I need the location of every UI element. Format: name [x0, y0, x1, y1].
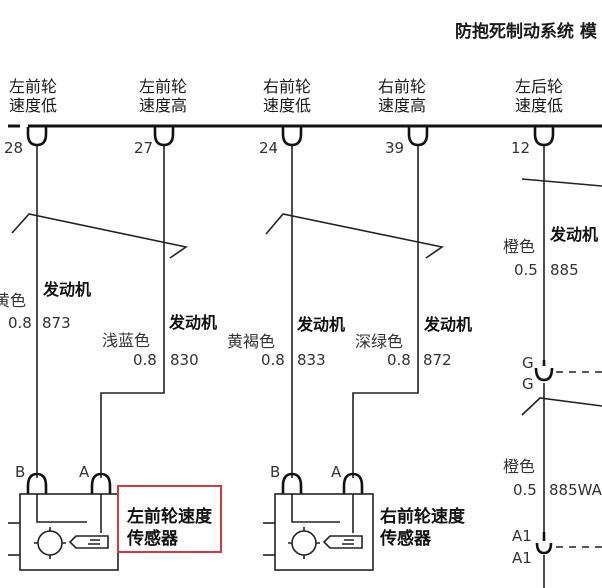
connector-a1-female-cup — [535, 542, 553, 555]
pin-terminal-27 — [153, 127, 175, 147]
pin-terminal-12 — [533, 127, 555, 147]
wire-circuit-873: 873 — [42, 314, 71, 332]
right-sensor-tone-icon — [322, 535, 363, 549]
wire-color-830: 浅蓝色 — [102, 331, 150, 350]
left-front-wheel-speed-sensor: B A — [8, 463, 119, 571]
pin-number-28: 28 — [4, 139, 23, 157]
right-sensor-name-line2: 传感器 — [379, 528, 432, 549]
pin-label-28-line1: 左前轮 — [9, 77, 57, 96]
wire-circuit-885wa: 885WA — [549, 481, 602, 499]
wire-color-833: 黄褐色 — [227, 332, 275, 351]
wire-color-872: 深绿色 — [355, 332, 403, 351]
right-sensor-coil-ticks — [288, 527, 320, 559]
right-sensor-terminal-b — [281, 472, 303, 494]
wire-gauge-885wa: 0.5 — [513, 481, 537, 499]
pin-number-27: 27 — [134, 139, 153, 157]
left-sensor-tone-marks — [88, 539, 100, 545]
pin-number-12: 12 — [511, 139, 530, 157]
pin-terminal-39 — [407, 127, 429, 147]
right-sensor-name-line1: 右前轮速度 — [380, 506, 466, 527]
pin-label-27-line1: 左前轮 — [139, 77, 187, 96]
pin-label-12-line1: 左后轮 — [515, 77, 563, 96]
pin-number-24: 24 — [259, 139, 278, 157]
wire-gauge-873: 0.8 — [8, 314, 32, 332]
wire-circuit-872: 872 — [423, 351, 452, 369]
connector-a1-top-label: A1 — [512, 527, 532, 545]
diagram-title: 防抱死制动系统 模 — [455, 21, 598, 42]
break-line-right-top — [521, 178, 602, 187]
left-sensor-coil-ticks — [34, 527, 66, 559]
right-sensor-terminal-a-label: A — [331, 463, 342, 481]
connector-g: G G — [522, 354, 602, 393]
left-sensor-inner-wire-b — [36, 494, 87, 523]
wires — [36, 146, 545, 588]
pin-label-24-line2: 速度低 — [263, 96, 311, 115]
wire-note-830: 发动机 — [168, 313, 217, 332]
wire-color-873: 黄色 — [0, 291, 26, 310]
pin-terminal-24 — [281, 127, 303, 147]
wire-circuits: 873 830 833 872 885 885WA — [42, 261, 602, 499]
connector-g-top-label: G — [522, 354, 534, 372]
wire-830 — [100, 146, 165, 478]
break-line-left — [11, 213, 188, 259]
wire-color-885wa: 橙色 — [503, 457, 535, 476]
wire-colors: 黄色 浅蓝色 黄褐色 深绿色 橙色 橙色 — [0, 237, 535, 476]
wire-note-833: 发动机 — [296, 315, 345, 334]
pin-terminals — [26, 127, 555, 147]
wire-notes: 发动机 发动机 发动机 发动机 发动机 — [42, 225, 598, 334]
left-sensor-name-line1: 左前轮速度 — [127, 506, 213, 527]
wire-circuit-885: 885 — [550, 261, 579, 279]
wire-note-885: 发动机 — [549, 225, 598, 244]
left-sensor-tone-icon — [68, 535, 109, 549]
right-sensor-terminal-a — [342, 472, 364, 494]
right-sensor-body — [274, 493, 374, 571]
wire-circuit-833: 833 — [297, 351, 326, 369]
wire-note-873: 发动机 — [42, 280, 91, 299]
connector-g-female-cup — [534, 367, 554, 382]
wire-gauge-830: 0.8 — [133, 351, 157, 369]
wire-gauge-885: 0.5 — [514, 261, 538, 279]
wire-gauges: 0.8 0.8 0.8 0.8 0.5 0.5 — [8, 261, 538, 499]
pin-label-39-line2: 速度高 — [378, 96, 426, 115]
left-sensor-terminal-a — [90, 472, 112, 494]
wire-872 — [352, 146, 419, 478]
harness-break-lines — [11, 178, 602, 416]
right-sensor-tone-marks — [342, 539, 354, 545]
wire-color-885: 橙色 — [503, 237, 535, 256]
wire-circuit-830: 830 — [170, 351, 199, 369]
left-sensor-body — [19, 493, 119, 571]
pin-number-39: 39 — [385, 139, 404, 157]
left-sensor-label-group: 左前轮速度 传感器 — [117, 485, 222, 553]
left-sensor-coil-icon — [37, 530, 63, 556]
highlight-box — [117, 485, 222, 553]
left-sensor-name-line2: 传感器 — [126, 528, 179, 549]
right-sensor-inner-wire-b — [291, 494, 340, 523]
right-sensor-coil-icon — [291, 530, 317, 556]
wire-gauge-872: 0.8 — [387, 351, 411, 369]
pin-terminal-28 — [26, 127, 48, 147]
pin-label-12-line2: 速度低 — [515, 96, 563, 115]
left-sensor-terminal-b-label: B — [15, 463, 25, 481]
pin-label-27-line2: 速度高 — [139, 96, 187, 115]
right-front-wheel-speed-sensor: B A — [263, 463, 374, 571]
pin-label-28-line2: 速度低 — [9, 96, 57, 115]
pin-label-39-line1: 右前轮 — [378, 77, 426, 96]
left-sensor-terminal-a-label: A — [79, 463, 90, 481]
left-sensor-terminal-b — [26, 472, 48, 494]
connector-a1-bottom-label: A1 — [512, 549, 532, 567]
pin-numbers: 28 27 24 39 12 — [4, 139, 530, 157]
pin-labels: 左前轮 速度低 左前轮 速度高 右前轮 速度低 右前轮 速度高 左后轮 速度低 — [9, 77, 563, 115]
connector-g-bottom-label: G — [522, 375, 534, 393]
right-sensor-terminal-b-label: B — [270, 463, 280, 481]
pin-label-24-line1: 右前轮 — [263, 77, 311, 96]
break-line-right-mid — [521, 397, 602, 416]
wire-note-872: 发动机 — [423, 315, 472, 334]
connector-a1: A1 A1 — [512, 527, 602, 567]
break-line-middle — [265, 213, 444, 259]
wire-gauge-833: 0.8 — [261, 351, 285, 369]
